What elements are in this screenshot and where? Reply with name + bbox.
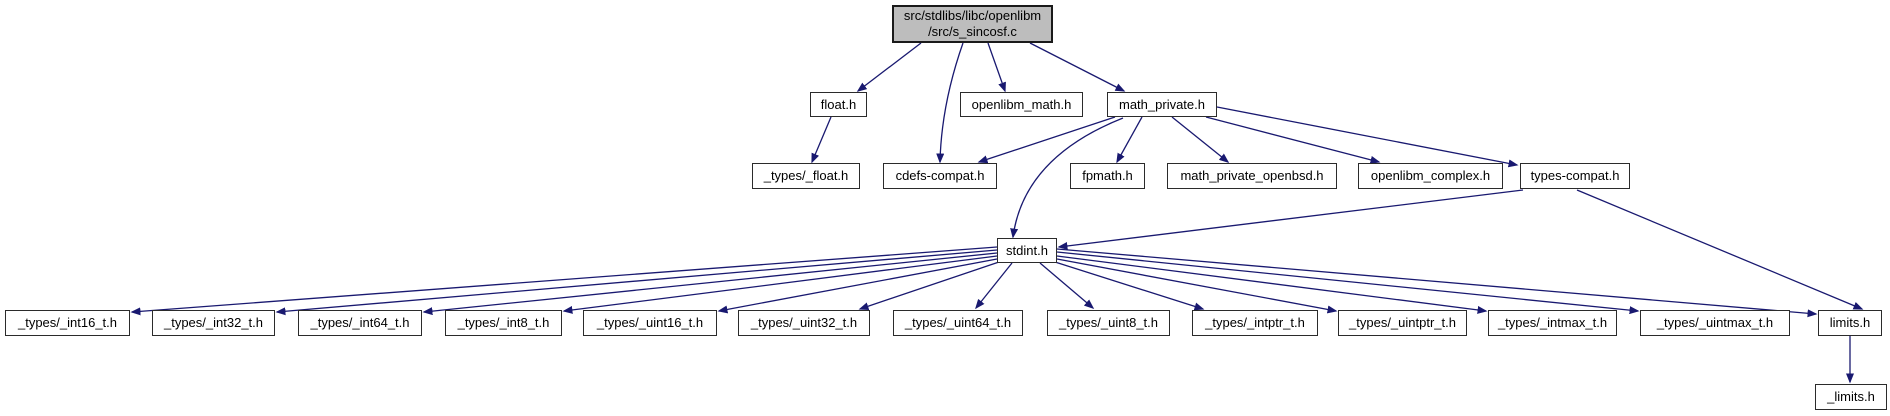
edge-stdint-h--types-intmax-t-h <box>1056 255 1488 314</box>
node-types-float-h[interactable]: _types/_float.h <box>752 163 860 189</box>
node-label: _types/_intmax_t.h <box>1497 315 1608 330</box>
edge-math-private-h--math-private-openbsd-h <box>1171 116 1230 163</box>
node-types-uintptr-t-h[interactable]: _types/_uintptr_t.h <box>1338 310 1467 336</box>
node-fpmath-h[interactable]: fpmath.h <box>1070 163 1145 189</box>
edge-stdint-h--types-uint64-t-h <box>975 262 1013 310</box>
node-label: _types/_uintmax_t.h <box>1656 315 1774 330</box>
node-types-uint16-t-h[interactable]: _types/_uint16_t.h <box>583 310 717 336</box>
edge-stdint-h--types-uintmax-t-h <box>1056 251 1640 315</box>
node-types-intptr-t-h[interactable]: _types/_intptr_t.h <box>1192 310 1318 336</box>
node-cdefs-compat-h[interactable]: cdefs-compat.h <box>883 163 997 189</box>
node-label: _types/_uint8_t.h <box>1058 315 1159 330</box>
node-types-uintmax-t-h[interactable]: _types/_uintmax_t.h <box>1640 310 1790 336</box>
edge-math-private-h--stdint-h <box>1010 117 1124 239</box>
edge-stdint-h--types-uintptr-t-h <box>1056 258 1338 314</box>
node-label: openlibm_complex.h <box>1370 168 1491 183</box>
node-label: _types/_int64_t.h <box>310 315 410 330</box>
node-stdint-h[interactable]: stdint.h <box>997 238 1057 263</box>
node-label: fpmath.h <box>1082 168 1133 183</box>
node-types-intmax-t-h[interactable]: _types/_intmax_t.h <box>1488 310 1617 336</box>
edge-stdint-h--types-intptr-t-h <box>1054 261 1205 311</box>
node-math-private-openbsd-h[interactable]: math_private_openbsd.h <box>1167 163 1337 189</box>
edge-float-h--types-float-h <box>811 116 832 164</box>
edge-stdint-h--types-uint16-t-h <box>717 258 998 314</box>
node-label: _types/_int32_t.h <box>163 315 264 330</box>
edge-types-compat-h--limits-h <box>1576 189 1864 310</box>
node-types-int64-t-h[interactable]: _types/_int64_t.h <box>298 310 422 336</box>
edge-math-private-h--fpmath-h <box>1116 116 1143 164</box>
edge-stdint-h--types-int64-t-h <box>422 252 998 316</box>
edge-stdint-h--types-uint32-t-h <box>858 261 1000 311</box>
edge-root--openlibm-math-h <box>987 42 1006 93</box>
node-label: _types/_uintptr_t.h <box>1349 315 1456 330</box>
edge-stdint-h--types-int8-t-h <box>562 255 998 314</box>
node-openlibm-complex-h[interactable]: openlibm_complex.h <box>1358 163 1503 189</box>
edge-types-compat-h--stdint-h <box>1057 189 1524 250</box>
node-label: types-compat.h <box>1530 168 1620 183</box>
edge-stdint-h--limits-h <box>1056 248 1818 318</box>
node-openlibm-math-h[interactable]: openlibm_math.h <box>960 92 1083 117</box>
edge-stdint-h--types-uint8-t-h <box>1039 262 1095 309</box>
node-label: _types/_uint16_t.h <box>596 315 704 330</box>
node-label: math_private_openbsd.h <box>1180 168 1324 183</box>
node-label: limits.h <box>1829 315 1871 330</box>
node-label: _types/_uint32_t.h <box>750 315 858 330</box>
edge-root--cdefs-compat-h <box>936 42 964 164</box>
edge-math-private-h--cdefs-compat-h <box>977 116 1116 164</box>
node-label: _types/_float.h <box>763 168 849 183</box>
node-label: _types/_uint64_t.h <box>904 315 1012 330</box>
edge-stdint-h--types-int16-t-h <box>130 246 998 316</box>
node-types-compat-h[interactable]: types-compat.h <box>1520 163 1630 189</box>
edge-root--math-private-h <box>1029 42 1126 92</box>
edge-stdint-h--types-int32-t-h <box>275 249 998 316</box>
node-limits-h[interactable]: limits.h <box>1818 310 1882 336</box>
node-label: stdint.h <box>1006 242 1048 258</box>
node-math-private-h[interactable]: math_private.h <box>1107 92 1217 117</box>
node-types-uint8-t-h[interactable]: _types/_uint8_t.h <box>1047 310 1170 336</box>
edge-root--float-h <box>856 42 922 92</box>
node-label: _types/_intptr_t.h <box>1205 315 1305 330</box>
node-label: cdefs-compat.h <box>895 168 985 183</box>
node-label: _types/_int16_t.h <box>17 315 118 330</box>
node-types-int32-t-h[interactable]: _types/_int32_t.h <box>152 310 275 336</box>
node-types-int8-t-h[interactable]: _types/_int8_t.h <box>445 310 562 336</box>
node-label: src/stdlibs/libc/openlibm /src/s_sincosf… <box>903 8 1042 39</box>
node-types-int16-t-h[interactable]: _types/_int16_t.h <box>5 310 130 336</box>
edge-math-private-h--types-compat-h <box>1216 106 1519 168</box>
node-label: _limits.h <box>1827 389 1875 404</box>
node-float-h[interactable]: float.h <box>810 92 867 117</box>
node-types-uint64-t-h[interactable]: _types/_uint64_t.h <box>893 310 1023 336</box>
node-types-uint32-t-h[interactable]: _types/_uint32_t.h <box>738 310 870 336</box>
node-underscore-limits-h[interactable]: _limits.h <box>1815 384 1887 410</box>
node-label: openlibm_math.h <box>971 96 1072 112</box>
node-root[interactable]: src/stdlibs/libc/openlibm /src/s_sincosf… <box>892 5 1053 43</box>
node-label: float.h <box>820 96 857 112</box>
node-label: _types/_int8_t.h <box>457 315 550 330</box>
node-label: math_private.h <box>1119 96 1205 112</box>
edge-math-private-h--openlibm-complex-h <box>1205 116 1381 164</box>
